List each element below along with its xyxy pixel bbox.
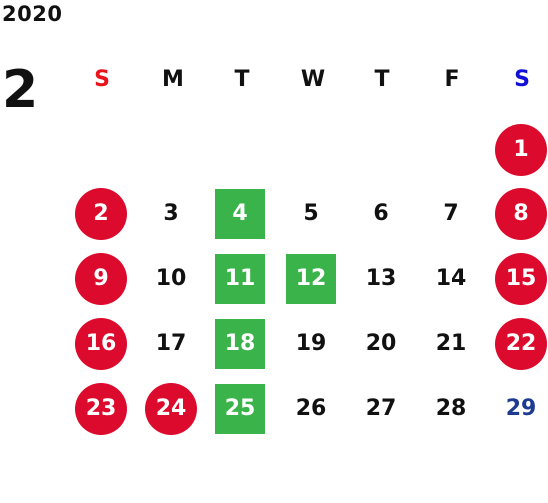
day-cell-12: 12: [286, 254, 336, 304]
day-cell-25: 25: [215, 384, 265, 434]
day-cell-3: 3: [163, 201, 179, 226]
weekday-header-monday: M: [162, 67, 184, 92]
day-cell-1: 1: [495, 124, 547, 176]
weekday-header-saturday: S: [514, 67, 530, 92]
weekday-header-thursday: T: [374, 67, 390, 92]
day-cell-29: 29: [505, 396, 537, 421]
day-cell-6: 6: [373, 201, 389, 226]
year-label: 2020: [2, 2, 63, 26]
day-cell-14: 14: [435, 266, 467, 291]
day-cell-28: 28: [435, 396, 467, 421]
day-cell-5: 5: [303, 201, 319, 226]
day-cell-2: 2: [75, 188, 127, 240]
weekday-header-wednesday: W: [300, 67, 326, 92]
day-cell-11: 11: [215, 254, 265, 304]
day-cell-16: 16: [75, 318, 127, 370]
day-cell-24: 24: [145, 383, 197, 435]
day-cell-8: 8: [495, 188, 547, 240]
day-cell-27: 27: [365, 396, 397, 421]
day-cell-21: 21: [435, 331, 467, 356]
day-cell-13: 13: [365, 266, 397, 291]
month-number: 2: [2, 60, 39, 120]
weekday-header-sunday: S: [94, 67, 110, 92]
day-cell-4: 4: [215, 189, 265, 239]
day-cell-17: 17: [155, 331, 187, 356]
day-cell-20: 20: [365, 331, 397, 356]
day-cell-18: 18: [215, 319, 265, 369]
day-cell-19: 19: [295, 331, 327, 356]
day-cell-15: 15: [495, 253, 547, 305]
weekday-header-tuesday: T: [234, 67, 250, 92]
day-cell-9: 9: [75, 253, 127, 305]
day-cell-10: 10: [155, 266, 187, 291]
day-cell-26: 26: [295, 396, 327, 421]
day-cell-7: 7: [443, 201, 459, 226]
weekday-header-friday: F: [444, 67, 460, 92]
day-cell-22: 22: [495, 318, 547, 370]
day-cell-23: 23: [75, 383, 127, 435]
